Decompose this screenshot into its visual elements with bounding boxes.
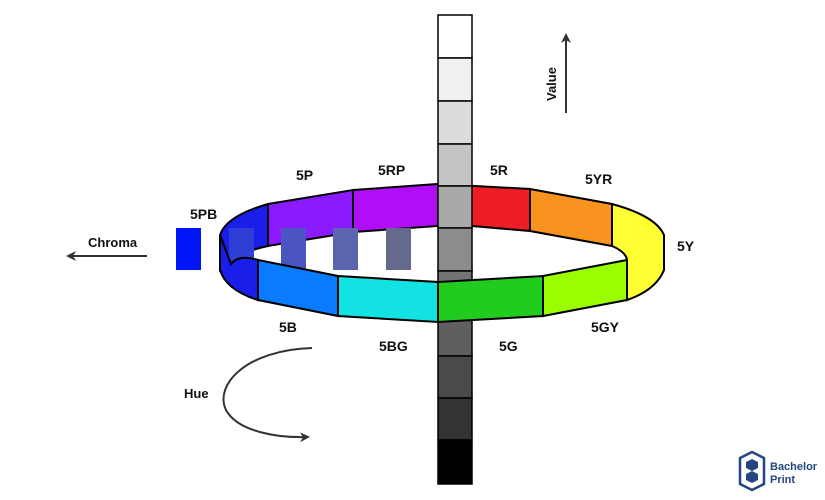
value-step-2 [437,355,473,399]
brand-name-line2: Print [770,474,795,486]
value-step-7 [437,143,473,187]
hue-label-5g: 5G [499,338,518,354]
hue-label-5y: 5Y [677,238,695,254]
hue-label-5b: 5B [279,319,297,335]
chroma-swatch-4 [333,228,358,270]
value-step-9 [437,57,473,102]
brand-name-line1: Bachelor [770,461,818,473]
hue-label-5bg: 5BG [379,338,408,354]
hue-label-5p: 5P [296,167,313,183]
hue-label-5gy: 5GY [591,319,620,335]
value-label: Value [544,67,559,101]
hue-ring-back [219,182,613,272]
hue-ring-front [219,202,665,324]
ring-segment-5yr [529,187,613,248]
ring-segment-5g [437,274,544,324]
chroma-label: Chroma [88,235,138,250]
value-step-6 [437,185,473,229]
ring-segment-5b [257,258,339,318]
value-step-0 [437,439,473,485]
ring-segment-5y [611,202,665,302]
ring-segment-5gy [542,258,628,318]
hue-label-5rp: 5RP [378,162,405,178]
hue-label-5pb: 5PB [190,206,217,222]
value-step-8 [437,100,473,145]
hue-label-5yr: 5YR [585,171,612,187]
ring-segment-5bg [337,274,439,324]
value-step-5 [437,227,473,272]
ring-segment-5rp [352,182,439,234]
value-scale [437,14,473,485]
chroma-swatch-1 [176,228,201,270]
value-step-1 [437,397,473,441]
bachelor-print-logo-icon [738,450,766,492]
bachelor-print-logo: Bachelor Print [738,450,818,492]
chroma-swatch-5 [386,228,411,270]
chroma-steps [176,228,411,270]
hue-label: Hue [184,386,209,401]
value-step-10 [437,14,473,59]
chroma-swatch-3 [281,228,306,270]
hue-label-5r: 5R [490,162,508,178]
hue-rotation-arrow [222,347,313,443]
